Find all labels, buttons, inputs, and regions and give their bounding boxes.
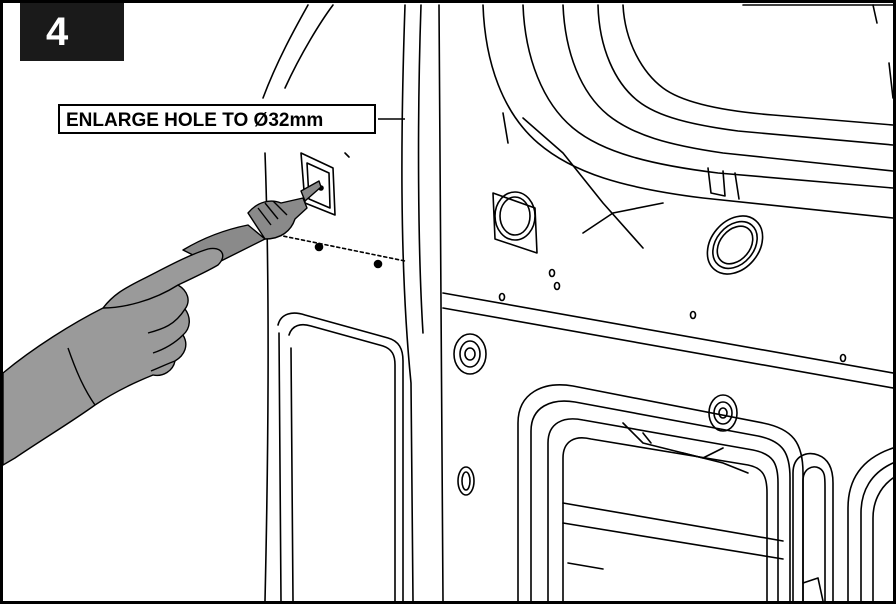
panel-edge: [438, 4, 444, 601]
drill-hole: [373, 259, 383, 269]
pocket: [277, 312, 404, 601]
mount-boss: [453, 333, 487, 375]
oval-slot: [457, 466, 475, 496]
grommet-right: [706, 215, 764, 275]
window-opening: [597, 4, 893, 146]
drill-hole: [314, 242, 324, 252]
small-hole: [839, 353, 847, 363]
pillar-edge-line-2: [284, 4, 334, 89]
pocket-inner: [288, 323, 396, 601]
window-frame-mid: [522, 4, 893, 189]
van-door-illustration: [3, 4, 893, 601]
window-clip: [707, 167, 726, 197]
drill-bit: [300, 180, 322, 202]
panel-edge-2: [264, 152, 269, 601]
small-hole: [689, 310, 697, 320]
grommet: [494, 191, 536, 241]
lining-edge-2: [442, 307, 893, 389]
window-frame-inner: [562, 4, 893, 172]
frame-slot: [792, 452, 834, 601]
pillar-edge-line: [262, 4, 309, 99]
bracket: [300, 152, 336, 216]
door-pillar: [401, 4, 414, 601]
window-frame-outer: [482, 4, 893, 219]
frame-right: [847, 447, 893, 601]
step-number-badge: 4: [20, 3, 124, 61]
lower-frame: [517, 384, 804, 601]
small-hole: [498, 292, 506, 302]
drill-hand: [3, 180, 322, 466]
hole-line: [277, 234, 406, 262]
hand: [3, 247, 224, 466]
door-pillar-inner: [417, 4, 424, 334]
grommet-bracket: [492, 192, 538, 254]
lining-edge: [442, 292, 893, 374]
instruction-callout: ENLARGE HOLE TO Ø32mm: [58, 104, 376, 134]
small-hole: [548, 268, 556, 278]
small-hole: [553, 281, 561, 291]
